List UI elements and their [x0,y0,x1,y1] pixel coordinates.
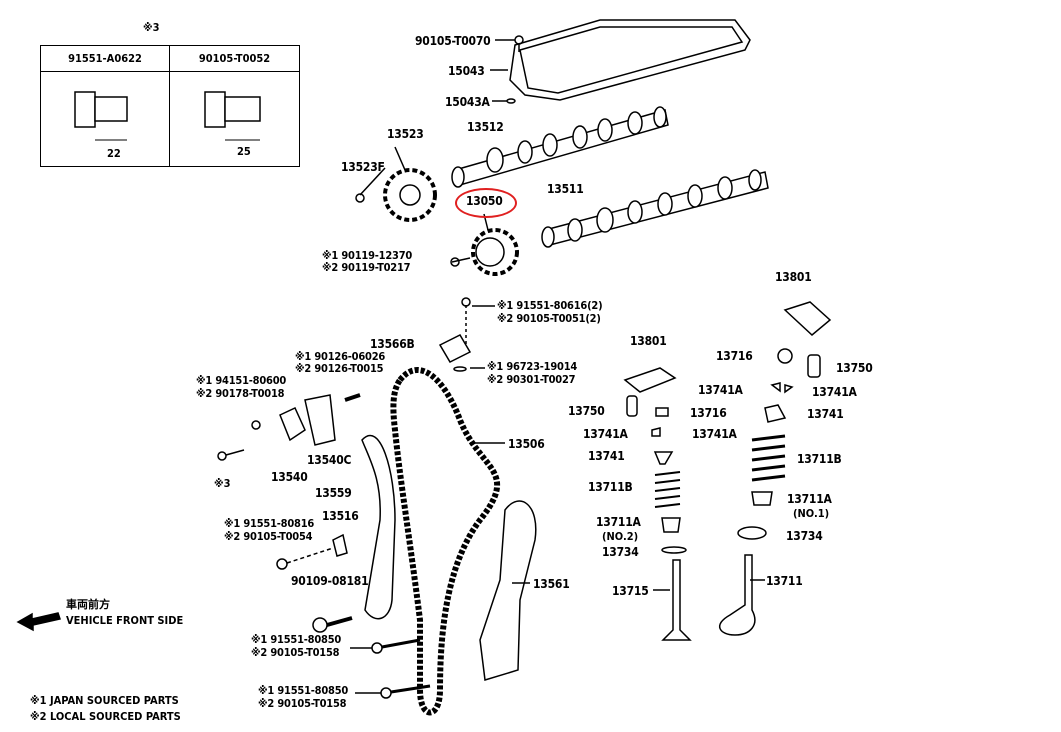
legend-japan: ※1 JAPAN SOURCED PARTS [30,694,179,707]
part-label[interactable]: ※2 90105-T0051(2) [497,312,601,325]
part-label[interactable]: ※1 91551-80850 [258,684,349,697]
part-label[interactable]: 13523F [341,160,385,174]
bolt-length: 22 [107,147,121,160]
part-label[interactable]: ※1 91551-80850 [251,633,342,646]
vehicle-front-jp: 車両前方 [66,598,110,611]
part-label[interactable]: 13711 [766,574,803,588]
vehicle-front-en: VEHICLE FRONT SIDE [66,614,184,627]
sprocket-13523 [383,168,437,222]
part-label[interactable]: 13741A [583,427,628,441]
part-label[interactable]: 13540 [271,470,308,484]
table-divider [169,71,170,166]
part-label[interactable]: 13711A [787,492,832,506]
bolt-table-col: 90105-T0052 [170,46,299,72]
part-label[interactable]: 13734 [602,545,639,559]
part-label[interactable]: ※1 90126-06026 [295,350,386,363]
note-3-marker: ※3 [143,21,160,34]
camshaft-13512 [451,106,669,188]
part-label[interactable]: ※2 90105-T0158 [251,646,340,659]
highlight-circle [455,188,517,218]
part-label[interactable]: 13561 [533,577,570,591]
part-label[interactable]: 13741 [807,407,844,421]
part-label[interactable]: 90109-08181 [291,574,369,588]
part-label[interactable]: ※1 96723-19014 [487,360,578,373]
part-label[interactable]: ※2 90119-T0217 [322,261,411,274]
timing-chain [390,367,501,716]
part-label[interactable]: 13516 [322,509,359,523]
part-label[interactable]: ※1 94151-80600 [196,374,287,387]
part-label[interactable]: 13511 [547,182,584,196]
part-label[interactable]: 13512 [467,120,504,134]
camshaft-13511 [541,169,769,248]
part-label[interactable]: 13711A [596,515,641,529]
chain-guide-13559 [361,434,396,620]
valve-13715 [661,559,692,641]
part-label[interactable]: ※2 90301-T0027 [487,373,576,386]
part-label[interactable]: 15043A [445,95,490,109]
part-label[interactable]: ※2 90105-T0158 [258,697,347,710]
part-label[interactable]: 13711B [797,452,842,466]
part-label-highlighted[interactable]: 13050 [466,194,503,208]
part-label[interactable]: 15043 [448,64,485,78]
part-label[interactable]: 13741A [692,427,737,441]
part-label[interactable]: 13566B [370,337,415,351]
part-label[interactable]: 13741A [698,383,743,397]
part-label[interactable]: 13741A [812,385,857,399]
bolt-length: 25 [237,145,251,158]
cover-gasket [509,19,751,101]
part-label[interactable]: 13741 [588,449,625,463]
rocker-arm [783,301,832,336]
bolt-table-col: 91551-A0622 [41,46,170,72]
part-label[interactable]: ※2 90105-T0054 [224,530,313,543]
part-label[interactable]: 90105-T0070 [415,34,491,48]
part-label[interactable]: 13750 [568,404,605,418]
tensioner-arm-13561 [479,500,537,681]
front-arrow-icon [16,612,61,632]
part-label[interactable]: 13540C [307,453,352,467]
part-label[interactable]: ※1 91551-80816 [224,517,315,530]
legend-local: ※2 LOCAL SOURCED PARTS [30,710,181,723]
part-label[interactable]: 13523 [387,127,424,141]
part-label[interactable]: 13801 [630,334,667,348]
part-label[interactable]: 13506 [508,437,545,451]
variant-note: (NO.1) [793,507,830,520]
part-label[interactable]: 13801 [775,270,812,284]
part-label[interactable]: 13715 [612,584,649,598]
valve-13711 [718,554,756,636]
part-label[interactable]: 13716 [716,349,753,363]
part-label[interactable]: 13734 [786,529,823,543]
part-label[interactable]: ※2 90178-T0018 [196,387,285,400]
note-3-marker: ※3 [214,477,231,490]
part-label[interactable]: 13711B [588,480,633,494]
part-label[interactable]: ※1 91551-80616(2) [497,299,603,312]
part-label[interactable]: 13559 [315,486,352,500]
variant-note: (NO.2) [602,530,639,543]
bolt-table: 91551-A0622 90105-T0052 22 25 [40,45,300,167]
part-label[interactable]: ※2 90126-T0015 [295,362,384,375]
part-label[interactable]: 13716 [690,406,727,420]
part-label[interactable]: ※1 90119-12370 [322,249,413,262]
part-label[interactable]: 13750 [836,361,873,375]
vvt-gear-13050 [471,228,519,276]
